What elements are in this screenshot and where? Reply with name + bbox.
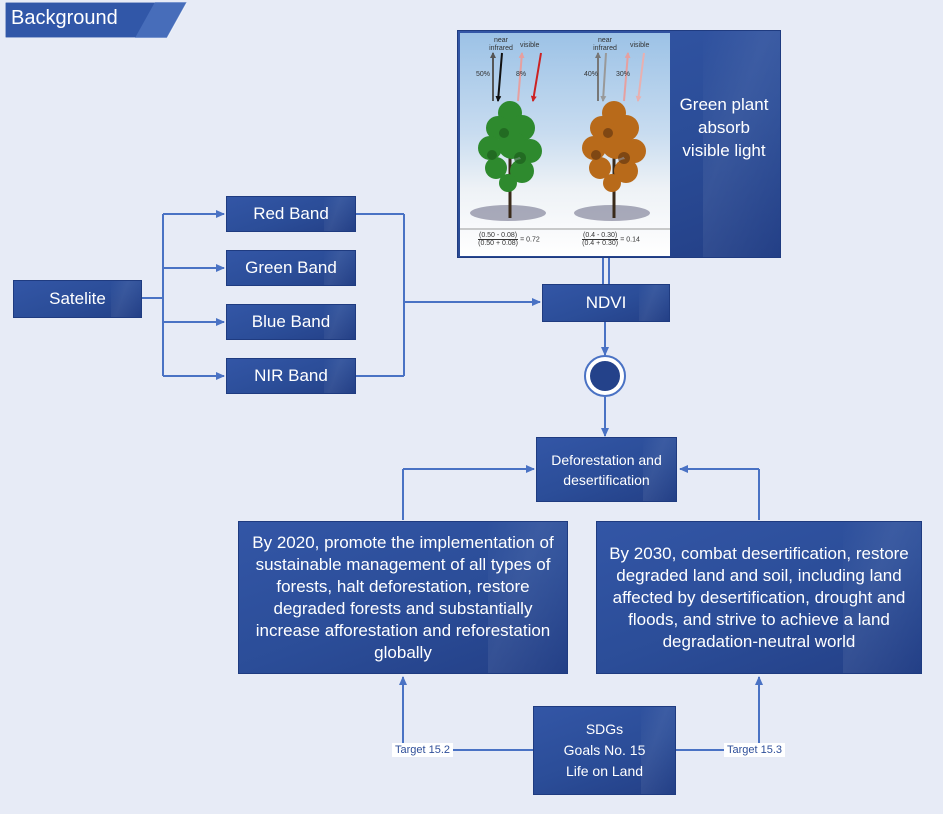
green-plant-text: Green plant absorb visible light (679, 95, 769, 160)
sdg-line-2: Goals No. 15 (563, 742, 646, 758)
sdg-box: SDGs Goals No. 15 Life on Land (533, 706, 676, 795)
deforestation-box: Deforestation and desertification (536, 437, 677, 502)
left-formula-numerator: (0.50 - 0.08) (478, 232, 519, 240)
left-ndvi-formula: (0.50 - 0.08)(0.50 + 0.08) = 0.72 (478, 232, 540, 247)
ndvi-box: NDVI (542, 284, 670, 322)
ndvi-illustration: near infrared visible 50% 8% near infrar… (460, 33, 670, 256)
ndvi-trees-graphic (460, 52, 670, 230)
satellite-box: Satelite (13, 280, 142, 318)
right-formula-numerator: (0.4 - 0.30) (582, 232, 619, 240)
edge-label-target-15-2: Target 15.2 (392, 743, 454, 757)
green-band-box: Green Band (226, 250, 356, 286)
right-nir-percent: 40% (584, 71, 599, 78)
page-title: Background (11, 7, 118, 29)
right-near-infrared-label: near infrared (593, 37, 617, 52)
sdg-line-1: SDGs (585, 721, 624, 737)
left-formula-denominator: (0.50 + 0.08) (478, 240, 519, 247)
left-visible-percent: 8% (516, 71, 527, 78)
blue-band-box: Blue Band (226, 304, 356, 340)
right-formula-denominator: (0.4 + 0.30) (582, 240, 619, 247)
title-tab (5, 2, 187, 38)
red-band-label: Red Band (253, 204, 329, 223)
target-15-3-text: By 2030, combat desertification, restore… (609, 543, 909, 651)
ndvi-label: NDVI (585, 293, 627, 312)
left-visible-label: visible (520, 42, 540, 49)
junction-dot (590, 361, 620, 391)
right-visible-percent: 30% (616, 71, 631, 78)
right-formula-result: = 0.14 (620, 236, 640, 244)
deforestation-text: Deforestation and desertification (551, 451, 662, 488)
right-visible-label: visible (630, 42, 650, 49)
edge-label-target-15-3: Target 15.3 (724, 743, 786, 757)
right-ndvi-formula: (0.4 - 0.30)(0.4 + 0.30) = 0.14 (582, 232, 640, 247)
satellite-label: Satelite (49, 289, 106, 308)
target-15-2-text: By 2020, promote the implementation of s… (252, 532, 554, 662)
nir-band-label: NIR Band (254, 366, 328, 385)
target-15-3-box: By 2030, combat desertification, restore… (596, 521, 922, 674)
green-band-label: Green Band (245, 258, 337, 277)
target-15-2-box: By 2020, promote the implementation of s… (238, 521, 568, 674)
left-nir-percent: 50% (476, 71, 491, 78)
blue-band-label: Blue Band (251, 312, 331, 331)
left-near-infrared-label: near infrared (489, 37, 513, 52)
left-formula-result: = 0.72 (520, 236, 540, 244)
red-band-box: Red Band (226, 196, 356, 232)
sdg-line-3: Life on Land (565, 763, 644, 779)
nir-band-box: NIR Band (226, 358, 356, 394)
